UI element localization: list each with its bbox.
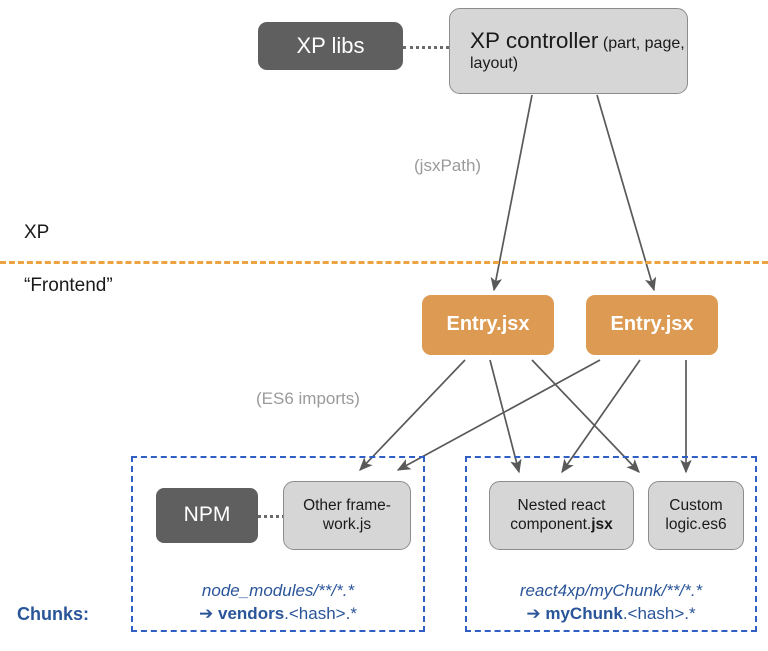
node-other-framework[interactable]: Other frame- work.js xyxy=(283,481,411,550)
node-custom-logic-text: Custom logic.es6 xyxy=(665,497,726,534)
chunk-box-vendors xyxy=(131,456,425,632)
node-xp-libs-label: XP libs xyxy=(296,33,365,59)
edge-label-jsxpath: (jsxPath) xyxy=(414,156,482,175)
chunk-mychunk-pattern: react4xp/myChunk/**/*.* xyxy=(519,581,703,600)
arrow-glyph-mychunk: ➔ xyxy=(526,603,546,623)
node-xp-controller-text: XP controller (part, page, layout) xyxy=(450,28,687,73)
band-label-frontend: “Frontend” xyxy=(24,275,113,296)
node-entry-jsx-right-label: Entry.jsx xyxy=(610,313,694,336)
chunk-vendors-output: ➔ vendors.<hash>.* xyxy=(131,603,425,626)
edge-entryleft-to-otherfw xyxy=(359,359,466,471)
node-xp-libs[interactable]: XP libs xyxy=(258,22,403,70)
edge-entryright-to-otherfw xyxy=(396,359,601,471)
node-custom-logic-line2: logic.es6 xyxy=(665,515,727,533)
node-other-framework-text: Other frame- work.js xyxy=(303,497,391,534)
chunk-mychunk-name: myChunk xyxy=(545,603,623,623)
chunks-label: Chunks: xyxy=(17,604,89,624)
node-xp-controller-subtitle: (part, page, layout) xyxy=(470,35,685,72)
node-npm-label: NPM xyxy=(183,503,231,527)
node-entry-jsx-left[interactable]: Entry.jsx xyxy=(422,295,554,355)
chunk-vendors-pattern: node_modules/**/*.* xyxy=(201,581,355,600)
dotted-connector-xplibs-controller xyxy=(403,46,449,49)
node-nested-react-line1: Nested react xyxy=(517,497,606,515)
chunk-caption-vendors: node_modules/**/*.* ➔ vendors.<hash>.* xyxy=(131,580,425,626)
chunk-caption-mychunk: react4xp/myChunk/**/*.* ➔ myChunk.<hash>… xyxy=(465,580,757,626)
xp-frontend-divider xyxy=(0,261,768,264)
node-entry-jsx-right[interactable]: Entry.jsx xyxy=(586,295,718,355)
node-nested-react-text: Nested react component.jsx xyxy=(510,497,613,534)
chunk-mychunk-output: ➔ myChunk.<hash>.* xyxy=(465,603,757,626)
dotted-connector-npm-otherframework xyxy=(258,515,297,518)
node-custom-logic[interactable]: Custom logic.es6 xyxy=(648,481,744,550)
node-custom-logic-line1: Custom xyxy=(669,497,723,515)
chunk-mychunk-suffix: .<hash>.* xyxy=(622,603,696,623)
chunk-vendors-name: vendors xyxy=(218,603,285,623)
arrow-glyph-vendors: ➔ xyxy=(199,603,219,623)
node-entry-jsx-left-label: Entry.jsx xyxy=(446,313,530,336)
chunk-vendors-suffix: .<hash>.* xyxy=(284,603,357,623)
node-other-framework-line2: work.js xyxy=(322,515,372,533)
band-label-xp: XP xyxy=(24,222,50,243)
node-nested-react-component[interactable]: Nested react component.jsx xyxy=(489,481,634,550)
node-xp-controller-title: XP controller xyxy=(470,28,599,54)
node-other-framework-line1: Other frame- xyxy=(303,497,391,515)
edge-label-es6-imports: (ES6 imports) xyxy=(256,389,360,408)
node-xp-controller[interactable]: XP controller (part, page, layout) xyxy=(449,8,688,94)
node-npm[interactable]: NPM xyxy=(156,488,258,543)
node-nested-react-line2: component. xyxy=(510,515,592,533)
chunk-box-mychunk xyxy=(465,456,757,632)
node-nested-react-ext: jsx xyxy=(591,515,613,533)
